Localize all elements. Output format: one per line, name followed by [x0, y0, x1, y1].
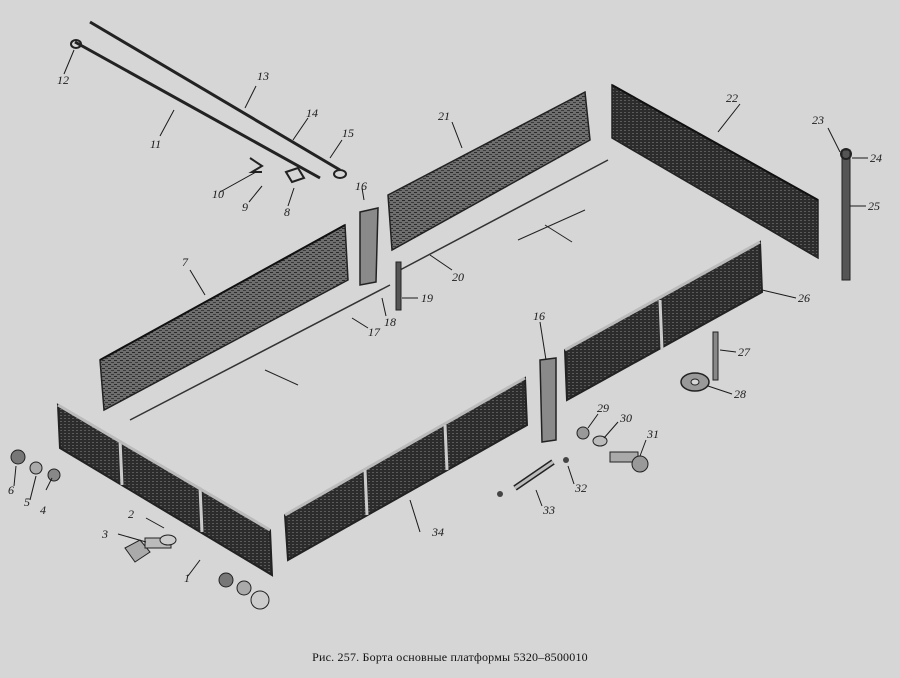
- leader-lines: [13, 49, 868, 577]
- fasteners-29-31: [576, 426, 649, 473]
- callout-labels: 12 11 13 14 15 10 9 8 16 7 17 18 19 20 2…: [8, 69, 882, 585]
- callout-21: 21: [438, 109, 450, 123]
- figure-caption: Рис. 257. Борта основные платформы 5320–…: [312, 650, 588, 664]
- callout-16-upper: 16: [355, 179, 367, 193]
- side-board-21: [387, 90, 591, 252]
- side-board-34: [283, 376, 529, 562]
- callout-5: 5: [24, 495, 30, 509]
- callout-30: 30: [619, 411, 632, 425]
- callout-12: 12: [57, 73, 69, 87]
- callout-11: 11: [150, 137, 161, 151]
- front-board-22: [611, 83, 819, 260]
- rod-17: [129, 284, 391, 421]
- callout-25: 25: [868, 199, 880, 213]
- rod-assembly: [70, 20, 347, 184]
- callout-6: 6: [8, 483, 14, 497]
- callout-34: 34: [431, 525, 444, 539]
- callout-24: 24: [870, 151, 882, 165]
- side-board-26: [563, 240, 764, 402]
- callout-7: 7: [182, 255, 189, 269]
- fasteners-4-6: [10, 449, 61, 482]
- callout-14: 14: [306, 106, 318, 120]
- callout-29: 29: [597, 401, 609, 415]
- callout-31: 31: [646, 427, 659, 441]
- callout-27: 27: [738, 345, 751, 359]
- tail-board-1: [56, 403, 274, 577]
- callout-4: 4: [40, 503, 46, 517]
- callout-32: 32: [574, 481, 587, 495]
- bolt-3: [124, 534, 177, 563]
- callout-1: 1: [184, 571, 190, 585]
- stake-assembly: [840, 148, 852, 281]
- callout-33: 33: [542, 503, 555, 517]
- bottom-fastener: [218, 572, 270, 610]
- callout-17: 17: [368, 325, 381, 339]
- callout-9: 9: [242, 200, 248, 214]
- bolt-27-washer-28: [680, 331, 719, 392]
- callout-22: 22: [726, 91, 738, 105]
- pillar-16-lower: [539, 357, 557, 443]
- callout-2: 2: [128, 507, 134, 521]
- callout-13: 13: [257, 69, 269, 83]
- callout-26: 26: [798, 291, 810, 305]
- callout-3: 3: [101, 527, 108, 541]
- callout-28: 28: [734, 387, 746, 401]
- direction-arrows: [264, 209, 586, 386]
- pillar-16-upper: [359, 207, 402, 311]
- callout-16-lower: 16: [533, 309, 545, 323]
- side-board-7: [99, 223, 349, 412]
- pin-33: [497, 457, 569, 497]
- callout-20: 20: [452, 270, 464, 284]
- callout-19: 19: [421, 291, 433, 305]
- rod-20: [399, 159, 609, 271]
- callout-8: 8: [284, 205, 290, 219]
- callout-15: 15: [342, 126, 354, 140]
- callout-10: 10: [212, 187, 224, 201]
- callout-18: 18: [384, 315, 396, 329]
- callout-23: 23: [812, 113, 824, 127]
